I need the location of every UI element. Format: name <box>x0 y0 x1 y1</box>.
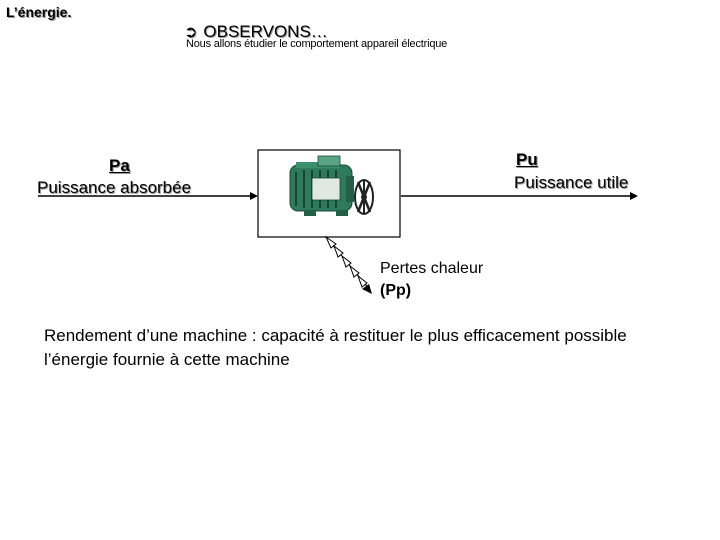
curved-arrow-icon: ➲ <box>184 24 198 41</box>
observe-subtitle: Nous allons étudier le comportement appa… <box>186 38 448 50</box>
heat-loss-arrow <box>324 235 372 294</box>
heat-loss-label: Pertes chaleur <box>380 260 484 277</box>
efficiency-definition-line-2: l’énergie fournie à cette machine <box>44 350 290 369</box>
output-power-symbol: Pu <box>516 150 538 169</box>
heat-loss-caption: Pertes chaleur (Pp) <box>380 258 483 302</box>
fan-icon <box>354 179 374 215</box>
page-title: L’énergie. <box>6 4 72 20</box>
observe-heading: ➲ OBSERVONS… <box>184 22 328 42</box>
electric-motor-icon <box>289 155 354 216</box>
efficiency-definition: Rendement d’une machine : capacité à res… <box>44 324 627 372</box>
output-power-label: Puissance utile <box>514 173 629 192</box>
output-arrowhead <box>630 192 638 200</box>
observe-heading-text: OBSERVONS… <box>203 22 328 41</box>
input-arrowhead <box>250 192 258 200</box>
input-power-symbol: Pa <box>109 156 130 175</box>
efficiency-definition-line-1: Rendement d’une machine : capacité à res… <box>44 326 627 345</box>
heat-loss-symbol: (Pp) <box>380 282 412 299</box>
input-power-label: Puissance absorbée <box>37 178 192 197</box>
